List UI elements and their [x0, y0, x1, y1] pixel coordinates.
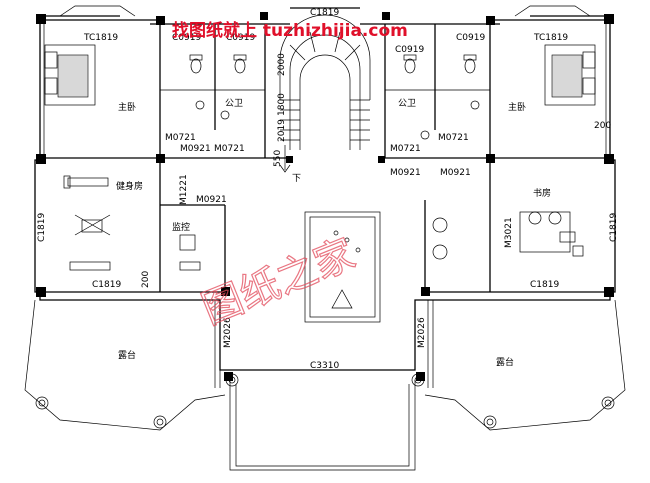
- label-m0921-b: M0921: [196, 195, 227, 205]
- label-m3021: M3021: [504, 217, 514, 248]
- label-m2026-left: M2026: [223, 317, 233, 348]
- label-m1221: M1221: [179, 174, 189, 205]
- dim-2019: 2019: [277, 119, 287, 142]
- label-tc1819-right: TC1819: [533, 33, 568, 43]
- bathroom-fixtures: [189, 54, 480, 140]
- room-gym: 健身房: [116, 180, 143, 192]
- label-c3310: C3310: [310, 361, 339, 371]
- label-m2026-right: M2026: [417, 317, 427, 348]
- label-m0921-a: M0921: [180, 144, 211, 154]
- bar-stools: [432, 217, 448, 260]
- staircase: [279, 14, 371, 173]
- label-c1819-study-side: C1819: [609, 213, 619, 242]
- label-c0919-c: C0919: [395, 45, 424, 55]
- watermark-stamp: 图纸之家: [195, 230, 362, 334]
- room-bathroom-left: 公卫: [225, 98, 243, 109]
- dim-1800: 1800: [277, 93, 287, 116]
- label-m0721-d: M0721: [390, 144, 421, 154]
- label-c0919-b: C0919: [226, 33, 255, 43]
- label-m0721-c: M0721: [438, 133, 469, 143]
- dim-200-b: 200: [594, 121, 611, 131]
- label-m0721-b: M0721: [214, 144, 245, 154]
- structural-columns: [36, 12, 614, 381]
- dim-550: 550: [273, 150, 283, 167]
- room-master-bedroom-right: 主卧: [508, 101, 526, 113]
- study-furniture: [519, 211, 584, 257]
- stair-down-label: 下: [292, 174, 301, 184]
- label-c1819-gym-side: C1819: [37, 213, 47, 242]
- label-c1819-gym: C1819: [92, 280, 121, 290]
- label-tc1819-left: TC1819: [83, 33, 118, 43]
- monitor-furniture: [179, 234, 201, 271]
- label-m0921-d: M0921: [440, 168, 471, 178]
- label-c0919-a: C0919: [172, 33, 201, 43]
- bed-right: [544, 44, 596, 106]
- label-c1819-study: C1819: [530, 280, 559, 290]
- room-terrace-right: 露台: [496, 356, 514, 368]
- room-bathroom-right: 公卫: [398, 98, 416, 109]
- gym-equipment: [63, 175, 111, 271]
- label-c1819-top: C1819: [310, 8, 339, 18]
- billiard-table: [304, 211, 381, 323]
- dim-200-a: 200: [141, 271, 151, 288]
- label-c0919-d: C0919: [456, 33, 485, 43]
- svg-text:图纸之家: 图纸之家: [196, 231, 362, 334]
- room-monitor: 监控: [172, 221, 190, 233]
- watermark-top: 找图纸就上 tuzhizhijia.com: [172, 20, 408, 41]
- room-master-bedroom-left: 主卧: [118, 101, 136, 113]
- terrace-planters: [35, 373, 615, 429]
- label-m0921-c: M0921: [390, 168, 421, 178]
- room-terrace-left: 露台: [118, 349, 136, 361]
- label-m0721-a: M0721: [165, 133, 196, 143]
- dim-2000: 2000: [277, 53, 287, 76]
- room-study: 书房: [533, 187, 551, 199]
- bed-left: [44, 44, 96, 106]
